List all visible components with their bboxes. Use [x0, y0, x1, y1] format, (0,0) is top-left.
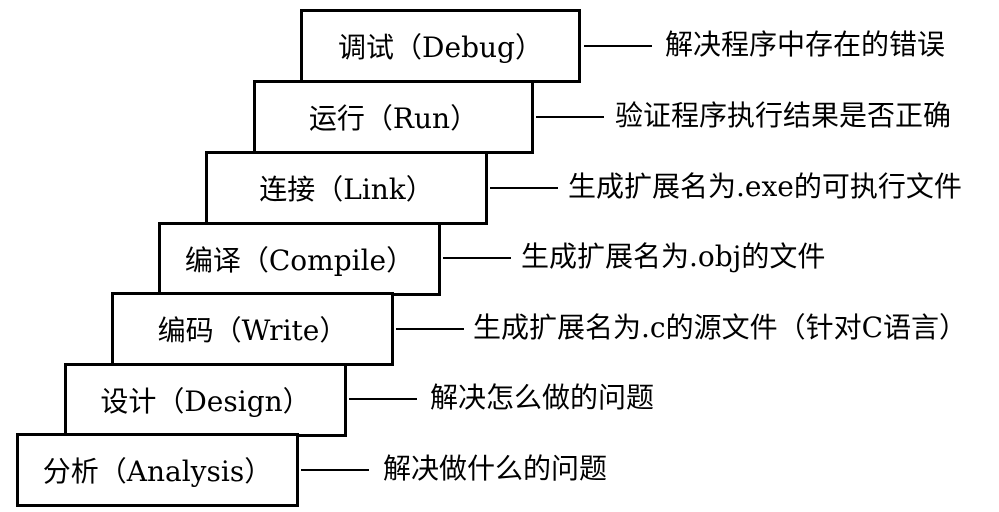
connector-link: [490, 187, 558, 189]
step-link-description: 生成扩展名为.exe的可执行文件: [568, 170, 962, 203]
connector-run: [536, 116, 604, 118]
step-analysis-label: 分析（Analysis）: [42, 455, 273, 488]
step-link-box: 连接（Link）: [205, 151, 488, 225]
step-analysis-description: 解决做什么的问题: [383, 452, 608, 485]
connector-design: [349, 398, 417, 400]
connector-compile: [443, 257, 511, 259]
step-design-box: 设计（Design）: [64, 363, 347, 437]
connector-analysis: [301, 469, 369, 471]
step-compile-box: 编译（Compile）: [158, 222, 441, 296]
step-run-label: 运行（Run）: [308, 102, 479, 135]
step-run-box: 运行（Run）: [253, 80, 534, 154]
step-write-description: 生成扩展名为.c的源文件（针对C语言）: [473, 311, 968, 344]
step-run-description: 验证程序执行结果是否正确: [615, 99, 952, 132]
step-debug-box: 调试（Debug）: [300, 9, 581, 83]
step-design-description: 解决怎么做的问题: [430, 381, 655, 414]
step-write-label: 编码（Write）: [157, 314, 348, 347]
step-analysis-box: 分析（Analysis）: [16, 433, 299, 507]
connector-write: [396, 328, 464, 330]
step-write-box: 编码（Write）: [111, 292, 394, 366]
step-compile-description: 生成扩展名为.obj的文件: [521, 240, 826, 273]
step-design-label: 设计（Design）: [100, 385, 311, 418]
step-debug-description: 解决程序中存在的错误: [665, 28, 946, 61]
step-debug-label: 调试（Debug）: [338, 31, 543, 64]
connector-debug: [584, 45, 652, 47]
step-compile-label: 编译（Compile）: [184, 244, 415, 277]
step-link-label: 连接（Link）: [259, 173, 434, 206]
